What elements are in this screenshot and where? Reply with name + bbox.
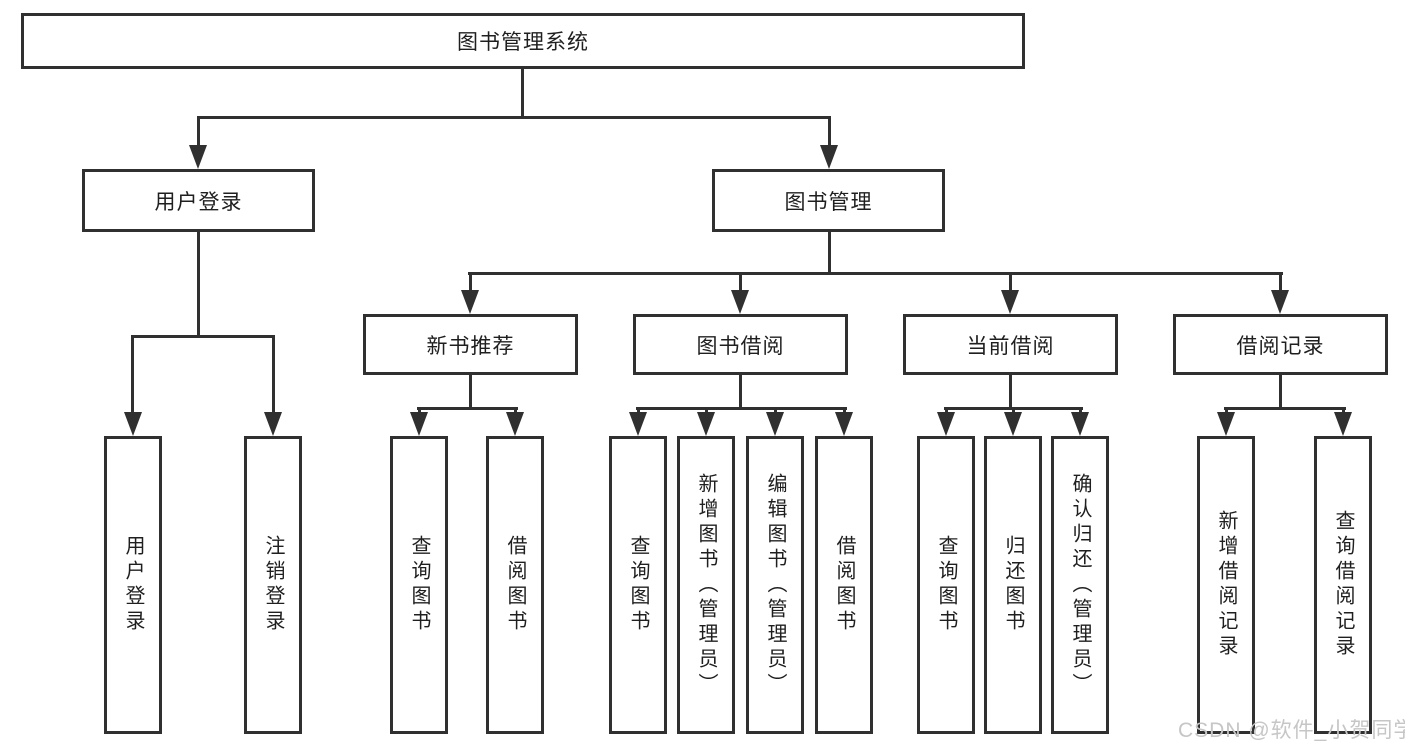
connector-line	[1012, 407, 1015, 415]
connector-line	[1009, 372, 1012, 409]
arrowhead-icon	[1004, 412, 1022, 436]
node-label: 当前借阅	[966, 334, 1055, 358]
arrowhead-icon	[766, 412, 784, 436]
connector-line	[469, 372, 472, 409]
connector-line	[514, 407, 517, 415]
node-label: 借阅记录	[1236, 334, 1325, 358]
leaf-query-books-recommend: 查询图书	[390, 436, 448, 734]
node-label: 编辑图书（管理员）	[764, 472, 786, 698]
arrowhead-icon	[1217, 412, 1235, 436]
connector-line	[1079, 407, 1082, 415]
connector-line	[197, 229, 200, 337]
connector-line	[131, 335, 275, 338]
connector-line	[1279, 372, 1282, 409]
arrowhead-icon	[835, 412, 853, 436]
connector-line	[1342, 407, 1345, 415]
arrowhead-icon	[820, 145, 838, 169]
node-label: 新增图书（管理员）	[695, 472, 717, 698]
connector-line	[1279, 272, 1282, 294]
connector-line	[197, 116, 200, 148]
node-user-login: 用户登录	[82, 169, 315, 232]
leaf-borrow-books-recommend: 借阅图书	[486, 436, 544, 734]
arrowhead-icon	[937, 412, 955, 436]
arrowhead-icon	[1001, 290, 1019, 314]
node-label: 查询借阅记录	[1332, 510, 1354, 660]
node-label: 用户登录	[122, 535, 144, 635]
leaf-return-books: 归还图书	[984, 436, 1042, 734]
connector-line	[637, 407, 640, 415]
arrowhead-icon	[506, 412, 524, 436]
arrowhead-icon	[629, 412, 647, 436]
node-book-borrow: 图书借阅	[633, 314, 848, 375]
node-label: 图书管理系统	[457, 31, 589, 54]
node-label: 图书管理	[784, 190, 873, 214]
connector-line	[828, 229, 831, 274]
connector-line	[468, 272, 1283, 275]
connector-line	[521, 67, 524, 118]
arrowhead-icon	[124, 412, 142, 436]
node-book-management: 图书管理	[712, 169, 945, 232]
leaf-query-books-current: 查询图书	[917, 436, 975, 734]
node-label: 新增借阅记录	[1215, 510, 1237, 660]
arrowhead-icon	[410, 412, 428, 436]
connector-line	[131, 335, 134, 415]
arrowhead-icon	[731, 290, 749, 314]
leaf-confirm-return-admin: 确认归还（管理员）	[1051, 436, 1109, 734]
leaf-add-borrow-record: 新增借阅记录	[1197, 436, 1255, 734]
connector-line	[272, 335, 275, 415]
connector-line	[1009, 272, 1012, 294]
connector-line	[843, 407, 846, 415]
node-label: 确认归还（管理员）	[1069, 472, 1091, 698]
leaf-query-borrow-record: 查询借阅记录	[1314, 436, 1372, 734]
leaf-logout: 注销登录	[244, 436, 302, 734]
arrowhead-icon	[461, 290, 479, 314]
connector-line	[636, 407, 847, 410]
leaf-edit-books-admin: 编辑图书（管理员）	[746, 436, 804, 734]
connector-line	[418, 407, 421, 415]
node-label: 借阅图书	[504, 535, 526, 635]
arrowhead-icon	[1334, 412, 1352, 436]
node-label: 图书借阅	[696, 334, 785, 358]
connector-line	[739, 272, 742, 294]
arrowhead-icon	[697, 412, 715, 436]
arrowhead-icon	[1071, 412, 1089, 436]
leaf-query-books-borrow: 查询图书	[609, 436, 667, 734]
node-label: 注销登录	[262, 535, 284, 635]
node-label: 借阅图书	[833, 535, 855, 635]
connector-line	[469, 272, 472, 294]
node-label: 新书推荐	[426, 334, 515, 358]
node-label: 用户登录	[154, 190, 243, 214]
connector-line	[1224, 407, 1346, 410]
leaf-user-login: 用户登录	[104, 436, 162, 734]
node-borrow-records: 借阅记录	[1173, 314, 1388, 375]
node-current-borrow: 当前借阅	[903, 314, 1118, 375]
node-new-book-recommend: 新书推荐	[363, 314, 578, 375]
node-label: 查询图书	[408, 535, 430, 635]
leaf-add-books-admin: 新增图书（管理员）	[677, 436, 735, 734]
connector-line	[945, 407, 948, 415]
node-label: 查询图书	[627, 535, 649, 635]
connector-line	[417, 407, 518, 410]
connector-line	[774, 407, 777, 415]
connector-line	[1225, 407, 1228, 415]
connector-line	[197, 116, 831, 119]
watermark-text: CSDN @软件_小贺同学	[1178, 719, 1405, 742]
node-label: 查询图书	[935, 535, 957, 635]
arrowhead-icon	[1271, 290, 1289, 314]
arrowhead-icon	[189, 145, 207, 169]
node-label: 归还图书	[1002, 535, 1024, 635]
connector-line	[739, 372, 742, 409]
connector-line	[705, 407, 708, 415]
leaf-borrow-books: 借阅图书	[815, 436, 873, 734]
arrowhead-icon	[264, 412, 282, 436]
node-library-system: 图书管理系统	[21, 13, 1025, 69]
connector-line	[828, 116, 831, 148]
